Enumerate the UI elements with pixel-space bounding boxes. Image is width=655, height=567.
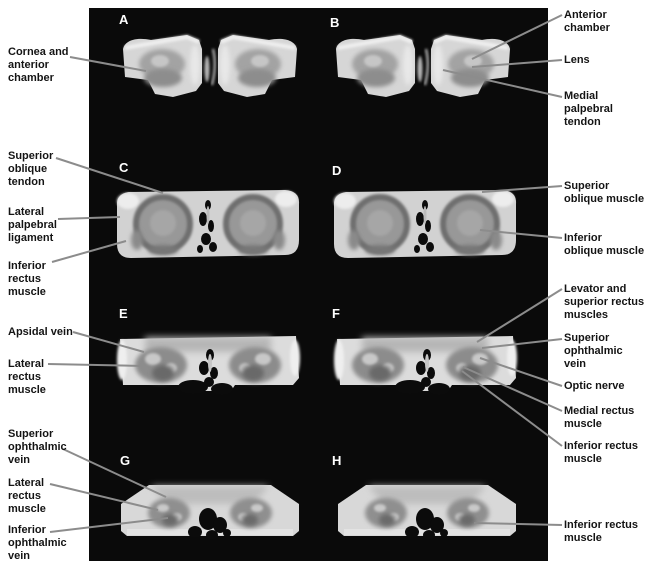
panel-letter-c: C — [119, 160, 129, 175]
leader-lateral-rectus-muscle — [47, 363, 144, 367]
ct-scan-panel-d — [334, 190, 516, 258]
leader-lines — [47, 14, 563, 533]
label-inferior-ophthalmic-vein: Inferior ophthalmic vein — [8, 524, 67, 562]
panel-letter-b: B — [330, 15, 339, 30]
ct-scan-panel-h — [338, 485, 516, 540]
leader-inferior-oblique-muscle — [479, 229, 563, 239]
panel-letter-g: G — [120, 453, 130, 468]
leader-superior-ophthalmic-vein-g — [62, 448, 167, 498]
leader-levator-and-superior-rectus-muscles — [476, 288, 563, 343]
leader-anterior-chamber — [471, 14, 563, 60]
label-superior-oblique-tendon: Superior oblique tendon — [8, 150, 54, 188]
leader-lens — [471, 59, 563, 68]
leader-lateral-rectus-muscle-g — [49, 483, 159, 511]
leader-medial-rectus-muscle — [462, 366, 563, 412]
leader-inferior-rectus-muscle-f — [461, 370, 563, 447]
leader-optic-nerve — [479, 357, 563, 387]
label-optic-nerve: Optic nerve — [564, 380, 625, 392]
label-apsidal-vein: Apsidal vein — [8, 326, 73, 338]
label-inferior-rectus-muscle-f: Inferior rectus muscle — [564, 440, 638, 465]
label-lens: Lens — [564, 54, 590, 66]
label-levator-and-superior-rectus-muscles: Levator and superior rectus muscles — [564, 283, 645, 321]
ct-scan-panel-g — [121, 485, 299, 540]
panel-letter-d: D — [332, 163, 341, 178]
label-lateral-rectus-muscle-2: Lateral rectus muscle — [8, 477, 46, 515]
label-medial-palpebral-tendon: Medial palpebral tendon — [564, 90, 613, 128]
label-inferior-oblique-muscle: Inferior oblique muscle — [564, 232, 645, 257]
leader-superior-oblique-tendon — [55, 157, 164, 194]
leader-inferior-rectus-muscle — [51, 240, 127, 263]
ct-scan-panel-c — [117, 190, 299, 258]
leader-inferior-ophthalmic-vein — [49, 517, 169, 533]
label-superior-ophthalmic-vein: Superior ophthalmic vein — [8, 428, 67, 466]
label-superior-oblique-muscle: Superior oblique muscle — [564, 180, 645, 205]
label-cornea-and-anterior-chamber: Cornea and anterior chamber — [8, 46, 69, 84]
label-superior-ophthalmic-vein-f: Superior ophthalmic vein — [564, 332, 623, 370]
panel-letter-f: F — [332, 306, 340, 321]
label-lateral-rectus-muscle: Lateral rectus muscle — [8, 358, 46, 396]
leader-inferior-rectus-muscle-h — [473, 522, 563, 526]
leader-superior-oblique-muscle — [481, 185, 563, 193]
label-medial-rectus-muscle: Medial rectus muscle — [564, 405, 635, 430]
label-inferior-rectus-muscle-h: Inferior rectus muscle — [564, 519, 638, 544]
leader-cornea-and-anterior-chamber — [69, 56, 147, 72]
leader-apsidal-vein — [72, 331, 145, 353]
leader-lateral-palpebral-ligament — [57, 216, 121, 220]
label-anterior-chamber: Anterior chamber — [564, 9, 610, 34]
leader-medial-palpebral-tendon — [442, 69, 563, 98]
panel-letter-h: H — [332, 453, 341, 468]
label-lateral-palpebral-ligament: Lateral palpebral ligament — [8, 206, 57, 244]
figure-black-background — [89, 8, 548, 561]
leader-superior-ophthalmic-vein-f — [481, 338, 563, 349]
label-inferior-rectus-muscle: Inferior rectus muscle — [8, 260, 46, 298]
panel-letter-a: A — [119, 12, 129, 27]
panel-letter-e: E — [119, 306, 128, 321]
